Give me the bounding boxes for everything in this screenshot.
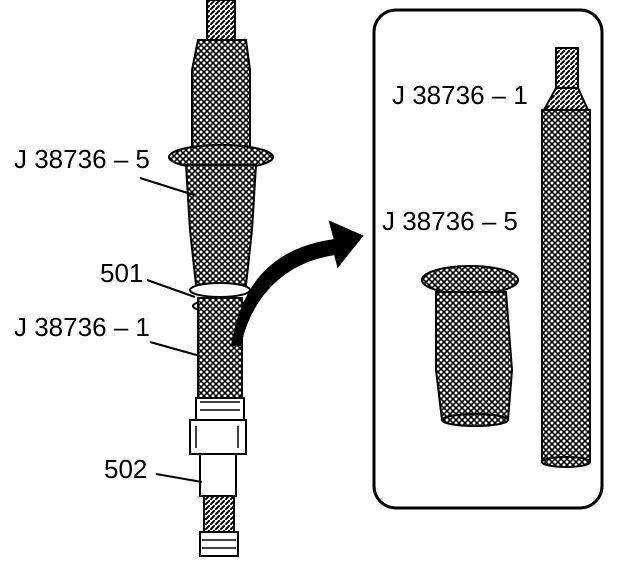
seal-501-ring: [189, 282, 251, 298]
tool-5-sleeve: [184, 164, 258, 286]
label-part-501: 501: [100, 258, 143, 288]
shaft-502-neck: [199, 453, 237, 497]
lower-tool-body: [197, 297, 243, 399]
label-part-502: 502: [104, 454, 147, 484]
inset-tool-1-tip: [555, 47, 579, 89]
main-assembly: [168, 0, 274, 557]
label-tool-1-main: J 38736 – 1: [14, 312, 150, 342]
label-tool-1-inset: J 38736 – 1: [392, 80, 528, 110]
top-shaft: [206, 0, 236, 41]
shaft-502-splines: [203, 495, 235, 533]
label-tool-5-main: J 38736 – 5: [14, 144, 150, 174]
inset-tool-1-body: [541, 109, 591, 463]
shaft-502-end: [199, 531, 239, 557]
shaft-502-collar: [189, 419, 247, 455]
upper-tool-body: [191, 39, 251, 151]
label-tool-5-inset: J 38736 – 5: [382, 206, 518, 236]
inset-panel: [372, 8, 604, 510]
inset-tool-5-sleeve: [435, 291, 514, 421]
curved-arrow: [230, 220, 364, 346]
inset-tool-5-flange: [421, 265, 519, 295]
